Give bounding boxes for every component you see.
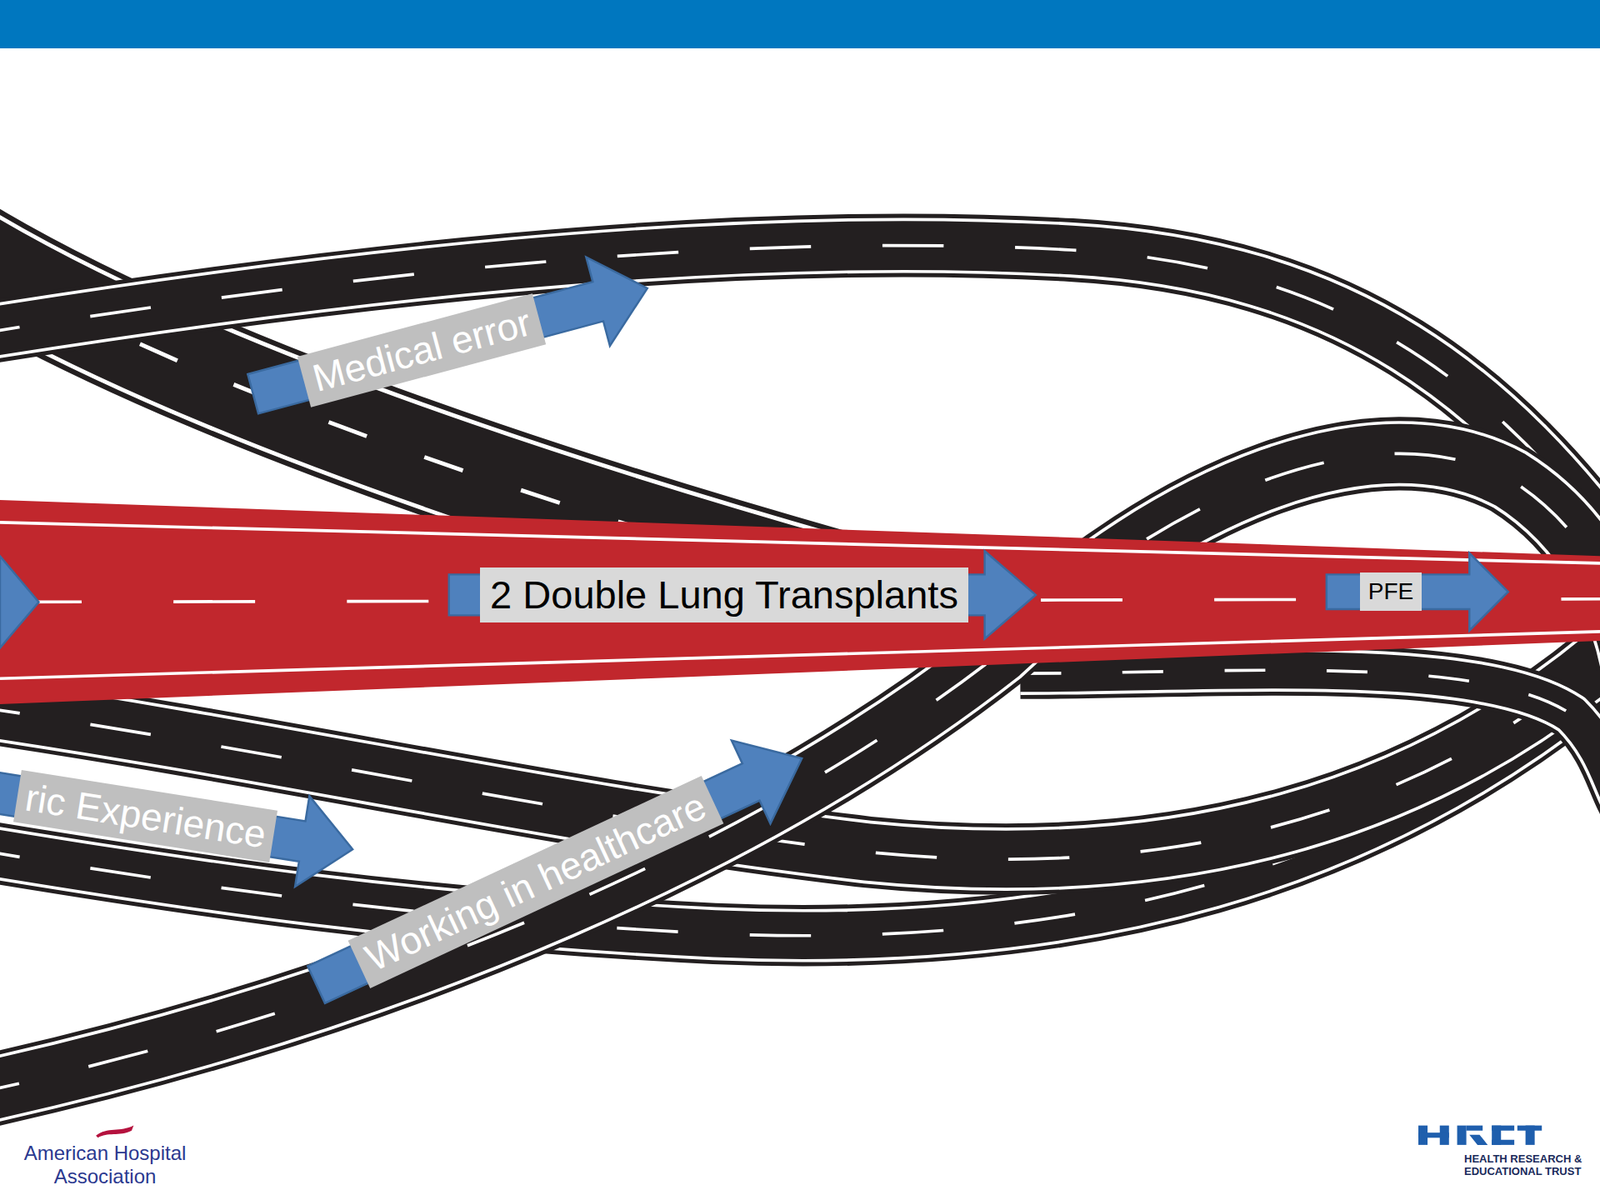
road-edge (0, 453, 1600, 1097)
header-bar (0, 0, 1600, 49)
black-roads (0, 245, 1600, 1097)
route-label: 2 Double Lung Transplants (490, 571, 959, 619)
route-label: Medical error (307, 300, 536, 403)
arrow (1326, 553, 1509, 631)
blue-arrows (0, 244, 1509, 1027)
red-road (0, 500, 1600, 705)
hret-logo-mark (1418, 1125, 1542, 1145)
red-highway (0, 500, 1600, 705)
arrow (449, 550, 1036, 639)
organization-logo-text: HEALTH RESEARCH & EDUCATIONAL TRUST (1464, 1153, 1590, 1179)
road (0, 453, 1600, 1097)
logo-letter (1491, 1125, 1515, 1131)
arrow (0, 555, 40, 648)
arrow-shape (1326, 553, 1509, 631)
arrow (296, 716, 821, 1027)
arrow-shape (0, 746, 360, 895)
road-edge (0, 631, 1600, 679)
road (1020, 670, 1600, 816)
logo-letter (1491, 1140, 1515, 1145)
road (0, 453, 1600, 1097)
arrow-shape (449, 550, 1036, 639)
arrow-shape (296, 716, 821, 1027)
organization-logo-text: American Hospital Association (6, 1141, 204, 1188)
arrow (240, 244, 660, 439)
logo-letter (1418, 1132, 1450, 1138)
logo-swoosh (95, 1125, 134, 1139)
lane-dashes (1020, 670, 1600, 816)
aha-logo-mark (95, 1125, 134, 1139)
arrow-shape (240, 244, 660, 439)
logo-letter (1466, 1125, 1484, 1131)
logo-letter (1525, 1125, 1535, 1145)
route-label-box: 2 Double Lung Transplants (480, 567, 969, 623)
lane-dashes (0, 453, 1600, 1097)
route-label-box: PFE (1360, 572, 1422, 611)
logo-letter (1457, 1125, 1467, 1145)
arrow (0, 746, 360, 895)
logo-letter (1469, 1135, 1488, 1145)
route-label: PFE (1368, 577, 1414, 606)
road-edge (1020, 670, 1600, 816)
road (1020, 670, 1600, 816)
road-edge (0, 522, 1600, 564)
